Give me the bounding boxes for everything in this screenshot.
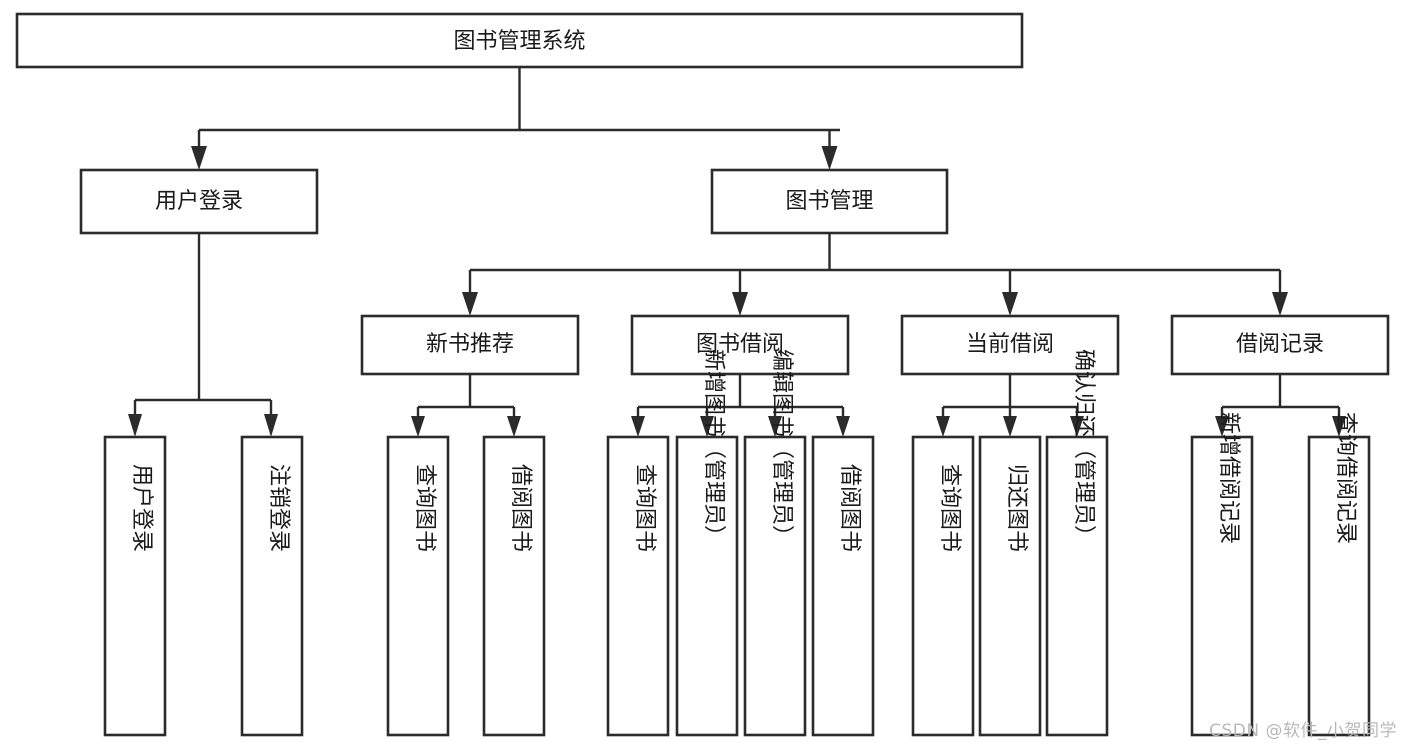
arrow-head-bookmgmt xyxy=(821,146,838,170)
connector-group-bookmgmt xyxy=(462,233,1288,316)
arrow-head-bookborrow-leaf-0 xyxy=(631,416,645,437)
arrow-head-newbook xyxy=(462,292,478,316)
connector-group-userlogin-leaves xyxy=(128,233,278,437)
arrow-head-currentborrow-leaf-1 xyxy=(1003,416,1017,437)
node-user-login-box[interactable] xyxy=(79,168,319,235)
leaf-logout-label: 注销登录 xyxy=(266,464,291,552)
leaf-node[interactable]: 查询图书 xyxy=(386,435,450,737)
leaf-node[interactable]: 查询图书 xyxy=(606,435,670,737)
leaf-record-query-box[interactable] xyxy=(1307,435,1371,737)
connector-group-currentborrow-leaves xyxy=(936,374,1084,437)
leaf-current-confirm-box[interactable] xyxy=(1045,435,1109,737)
leaf-newbook-query-box[interactable] xyxy=(386,435,450,737)
leaf-node[interactable]: 查询借阅记录 xyxy=(1307,412,1371,737)
leaf-node[interactable]: 确认归还（管理员） xyxy=(1045,349,1109,737)
leaf-current-return-label: 归还图书 xyxy=(1004,464,1029,552)
node-new-book-recommend-box[interactable] xyxy=(360,314,580,376)
arrow-head-bookborrow xyxy=(732,292,748,316)
leaf-node[interactable]: 查询图书 xyxy=(911,435,975,737)
connector-group-borrowrecord-leaves xyxy=(1215,374,1346,437)
node-book-borrow[interactable]: 图书借阅 xyxy=(630,314,850,376)
leaf-record-add-label: 新增借阅记录 xyxy=(1216,412,1241,544)
leaf-borrow-edit-box[interactable] xyxy=(743,435,807,737)
leaf-node[interactable]: 借阅图书 xyxy=(482,435,546,737)
arrow-head-borrowrecord xyxy=(1272,292,1288,316)
node-root-label: 图书管理系统 xyxy=(453,29,585,54)
leaf-newbook-borrow-label: 借阅图书 xyxy=(508,464,533,552)
leaf-node[interactable]: 新增借阅记录 xyxy=(1190,412,1254,737)
leaf-node[interactable]: 新增图书（管理员） xyxy=(675,349,739,737)
node-book-management-box[interactable] xyxy=(710,168,949,235)
leaf-logout-box[interactable] xyxy=(240,435,304,737)
node-book-borrow-label: 图书借阅 xyxy=(696,332,784,357)
leaf-borrow-query-label: 查询图书 xyxy=(632,464,657,552)
node-book-management[interactable]: 图书管理 xyxy=(710,168,949,235)
arrow-head-bookborrow-leaf-3 xyxy=(836,416,850,437)
leaf-node[interactable]: 用户登录 xyxy=(103,435,167,737)
leaf-current-confirm-label: 确认归还（管理员） xyxy=(1071,349,1096,547)
leaf-borrow-edit-label: 编辑图书（管理员） xyxy=(769,349,794,547)
arrow-head-currentborrow-leaf-0 xyxy=(936,416,950,437)
node-current-borrow-box[interactable] xyxy=(900,314,1120,376)
node-user-login-label: 用户登录 xyxy=(155,189,243,214)
leaf-user-login-box[interactable] xyxy=(103,435,167,737)
leaf-current-return-box[interactable] xyxy=(978,435,1042,737)
arrow-head-userlogin xyxy=(191,146,207,170)
leaf-current-query-label: 查询图书 xyxy=(937,464,962,552)
node-borrow-record-box[interactable] xyxy=(1170,314,1390,376)
arrow-head-borrowrecord-leaf-0 xyxy=(1215,416,1229,437)
arrow-head-borrowrecord-leaf-1 xyxy=(1332,416,1346,437)
leaf-borrow-query-box[interactable] xyxy=(606,435,670,737)
arrow-head-currentborrow-leaf-2 xyxy=(1070,416,1084,437)
arrow-head-currentborrow xyxy=(1002,292,1018,316)
node-new-book-recommend[interactable]: 新书推荐 xyxy=(360,314,580,376)
node-root-box[interactable] xyxy=(15,12,1024,69)
node-current-borrow-label: 当前借阅 xyxy=(966,332,1054,357)
node-user-login[interactable]: 用户登录 xyxy=(79,168,319,235)
connector-group-newbook-leaves xyxy=(411,374,521,437)
leaf-borrow-add-box[interactable] xyxy=(675,435,739,737)
leaf-current-query-box[interactable] xyxy=(911,435,975,737)
node-book-borrow-box[interactable] xyxy=(630,314,850,376)
node-root-book-management-system[interactable]: 图书管理系统 xyxy=(15,12,1024,69)
leaf-borrow-book-label: 借阅图书 xyxy=(837,464,862,552)
leaf-record-query-label: 查询借阅记录 xyxy=(1333,412,1358,544)
connector-group-bookborrow-leaves xyxy=(631,374,850,437)
leaf-node[interactable]: 借阅图书 xyxy=(811,435,875,737)
arrow-head-bookborrow-leaf-1 xyxy=(700,416,714,437)
arrow-head-userlogin-leaf-0 xyxy=(128,414,142,437)
arrow-head-bookborrow-leaf-2 xyxy=(768,416,782,437)
leaf-node[interactable]: 编辑图书（管理员） xyxy=(743,349,807,737)
node-book-management-label: 图书管理 xyxy=(785,189,873,214)
leaf-borrow-add-label: 新增图书（管理员） xyxy=(701,349,726,547)
arrow-head-newbook-leaf-1 xyxy=(507,416,521,437)
leaf-record-add-box[interactable] xyxy=(1190,435,1254,737)
leaf-newbook-borrow-box[interactable] xyxy=(482,435,546,737)
leaf-user-login-label: 用户登录 xyxy=(129,464,154,552)
node-borrow-record-label: 借阅记录 xyxy=(1236,332,1324,357)
leaf-node[interactable]: 注销登录 xyxy=(240,435,304,737)
node-current-borrow[interactable]: 当前借阅 xyxy=(900,314,1120,376)
leaf-node[interactable]: 归还图书 xyxy=(978,435,1042,737)
node-new-book-recommend-label: 新书推荐 xyxy=(426,332,514,357)
node-borrow-record[interactable]: 借阅记录 xyxy=(1170,314,1390,376)
leaf-newbook-query-label: 查询图书 xyxy=(412,464,437,552)
arrow-head-newbook-leaf-0 xyxy=(411,416,425,437)
arrow-head-userlogin-leaf-1 xyxy=(264,414,278,437)
leaf-borrow-book-box[interactable] xyxy=(811,435,875,737)
connector-group-root xyxy=(191,67,840,170)
